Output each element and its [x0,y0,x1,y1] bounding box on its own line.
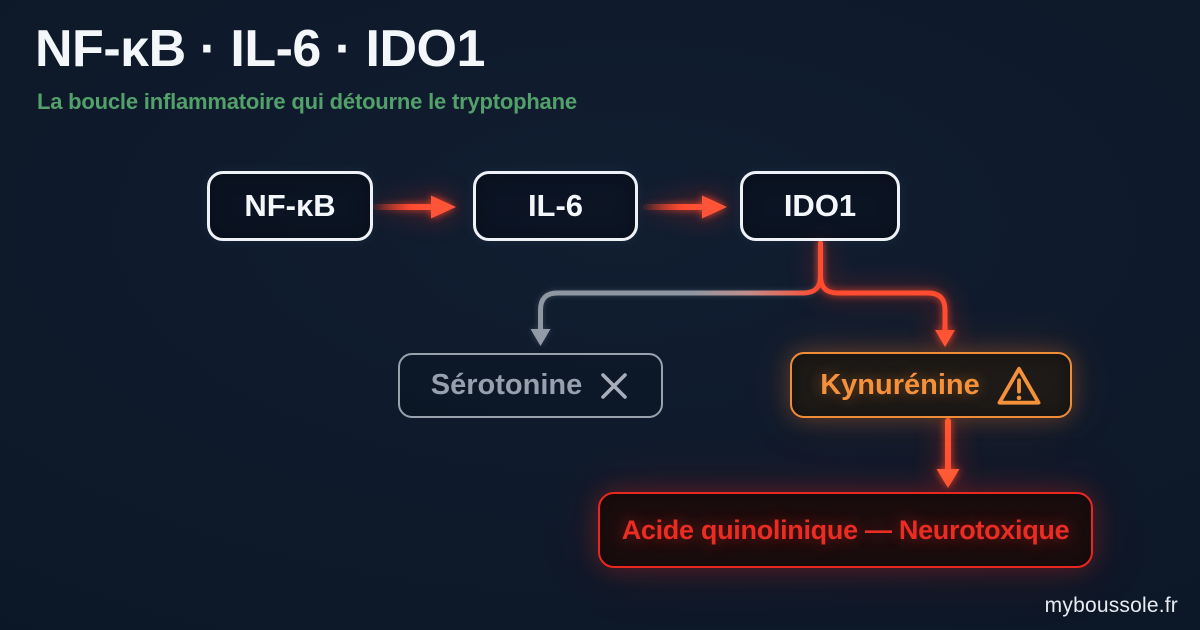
node-kynurenine: Kynurénine [790,352,1072,418]
edge-ido1-kynurenine [818,240,955,347]
edge-ido1-serotonine [530,240,823,346]
edge-nfkb-il6 [373,195,456,219]
node-serotonine: Sérotonine [398,353,663,418]
edge-kynurenine-quinolinic [936,418,960,488]
page-title: NF-κB · IL-6 · IDO1 [35,20,485,78]
node-il6-label: IL-6 [527,188,584,223]
node-serotonine-label: Sérotonine [430,369,583,401]
warning-triangle-icon [997,366,1041,405]
node-nfkb: NF-κB [207,171,373,241]
edge-il6-ido1 [643,195,727,219]
node-ido1: IDO1 [740,171,900,241]
node-ido1-label: IDO1 [783,188,857,223]
watermark: myboussole.fr [1044,594,1178,617]
node-il6: IL-6 [473,171,638,241]
page-subtitle: La boucle inflammatoire qui détourne le … [37,89,577,114]
node-quinolinic-label: Acide quinolinique — Neurotoxique [621,514,1070,545]
x-mark-icon [601,372,628,399]
node-quinolinic-acid: Acide quinolinique — Neurotoxique [598,492,1093,568]
node-nfkb-label: NF-κB [244,188,336,223]
node-kynurenine-label: Kynurénine [820,368,980,401]
